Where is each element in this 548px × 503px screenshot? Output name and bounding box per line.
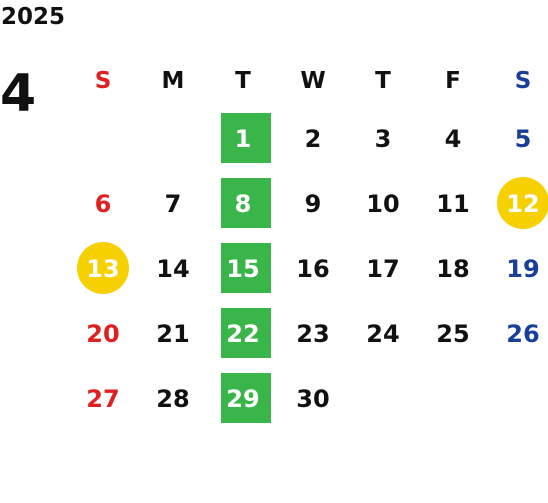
weekday-friday: F (445, 68, 461, 94)
day-cell[interactable]: 18 (436, 254, 470, 283)
weekday-tuesday: T (235, 68, 251, 94)
day-cell[interactable]: 16 (296, 254, 330, 283)
weekday-header-row: S M T W T F S (68, 56, 548, 106)
day-cell[interactable]: 11 (436, 189, 470, 218)
day-cell[interactable]: 23 (296, 319, 330, 348)
day-cell[interactable]: 30 (296, 384, 330, 413)
weekday-thursday: T (375, 68, 391, 94)
day-cell[interactable]: 4 (444, 124, 462, 153)
weekday-wednesday: W (300, 68, 326, 94)
day-cell[interactable]: 15 (208, 236, 278, 301)
weekday-sunday: S (94, 68, 112, 94)
day-cell[interactable]: 20 (86, 319, 120, 348)
day-cell[interactable]: 6 (94, 189, 112, 218)
day-cell[interactable]: 12 (488, 171, 548, 236)
day-cell-empty (488, 366, 548, 431)
week-row: 27 28 29 30 (68, 366, 548, 431)
day-cell[interactable]: 8 (208, 171, 278, 236)
week-row: 13 14 15 16 17 18 19 (68, 236, 548, 301)
calendar-grid: S M T W T F S 1 2 3 4 5 6 7 8 9 10 11 12 (68, 56, 548, 431)
day-cell[interactable]: 29 (208, 366, 278, 431)
day-cell[interactable]: 19 (506, 254, 540, 283)
day-cell-empty (348, 366, 418, 431)
month-label: 4 (0, 64, 37, 124)
weekday-monday: M (161, 68, 185, 94)
week-row: 6 7 8 9 10 11 12 (68, 171, 548, 236)
day-cell-empty (68, 106, 138, 171)
day-cell[interactable]: 24 (366, 319, 400, 348)
day-cell[interactable]: 2 (304, 124, 322, 153)
day-cell[interactable]: 28 (156, 384, 190, 413)
day-cell[interactable]: 21 (156, 319, 190, 348)
day-cell[interactable]: 14 (156, 254, 190, 283)
day-cell[interactable]: 10 (366, 189, 400, 218)
day-cell[interactable]: 26 (506, 319, 540, 348)
day-cell[interactable]: 9 (304, 189, 322, 218)
day-cell[interactable]: 13 (68, 236, 138, 301)
weekday-saturday: S (514, 68, 532, 94)
day-cell[interactable]: 17 (366, 254, 400, 283)
day-cell[interactable]: 3 (374, 124, 392, 153)
day-cell[interactable]: 5 (514, 124, 532, 153)
day-cell-empty (418, 366, 488, 431)
week-row: 1 2 3 4 5 (68, 106, 548, 171)
day-cell-empty (138, 106, 208, 171)
day-cell[interactable]: 27 (86, 384, 120, 413)
year-label: 2025 (1, 4, 66, 30)
day-cell[interactable]: 1 (208, 106, 278, 171)
day-cell[interactable]: 25 (436, 319, 470, 348)
day-cell[interactable]: 22 (208, 301, 278, 366)
day-cell[interactable]: 7 (164, 189, 182, 218)
week-row: 20 21 22 23 24 25 26 (68, 301, 548, 366)
